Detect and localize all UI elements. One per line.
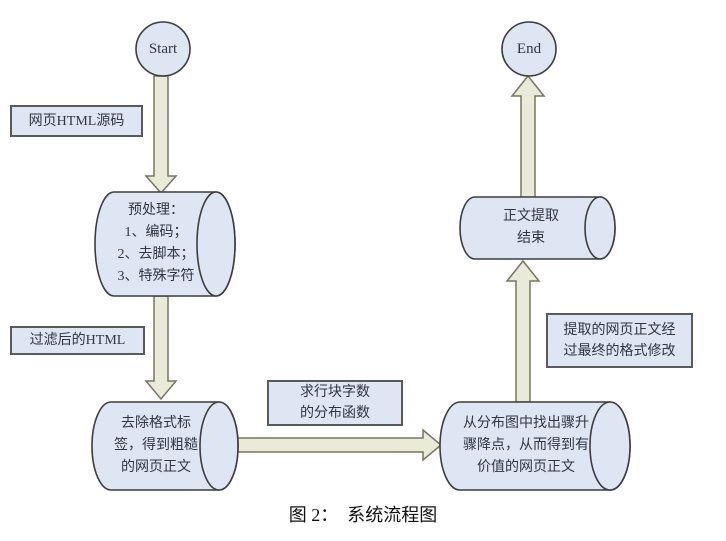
cylinder-extract-done [459,196,616,260]
cylinder-preprocess [94,191,236,297]
flow-arrows [144,74,546,462]
cylinder-find-points [439,401,631,491]
arrow-preprocess-to-remove-tags [144,295,178,401]
cylinder-remove-tags [91,401,239,491]
arrow-find-points-to-extract-done [505,259,541,403]
label-box-html-source: 网页HTML源码 [10,105,143,137]
start-circle [135,21,191,77]
label-box-distribution: 求行块字数 的分布函数 [267,380,403,426]
arrow-extract-done-to-end [510,74,546,199]
figure-caption: 图 2： 系统流程图 [288,505,438,525]
label-box-filtered-html: 过滤后的HTML [10,326,145,355]
label-box-format-fix: 提取的网页正文经 过最终的格式修改 [546,313,693,368]
end-circle [501,21,557,77]
arrow-remove-tags-to-find-points [236,428,443,462]
arrow-start-to-preprocess [144,75,178,195]
